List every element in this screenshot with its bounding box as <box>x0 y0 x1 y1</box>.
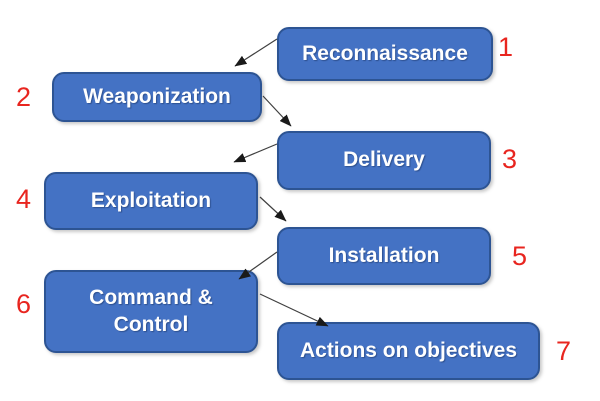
stage-number-4: 4 <box>16 184 32 214</box>
stage-label-weaponization: Weaponization <box>83 84 231 108</box>
arrow-weaponization-to-delivery <box>262 95 292 127</box>
stage-label-exploitation: Exploitation <box>90 188 212 212</box>
arrow-delivery-to-exploitation <box>233 143 278 163</box>
stage-label-delivery: Delivery <box>343 148 425 172</box>
stage-label-actions-on-objectives: Actions on objectives <box>299 338 518 362</box>
stage-box-actions-on-objectives: Actions on objectives <box>277 322 540 380</box>
stage-number-6: 6 <box>16 289 32 319</box>
stage-number-1: 1 <box>498 32 514 62</box>
arrow-reconnaissance-to-weaponization <box>234 38 278 67</box>
stage-label-installation: Installation <box>328 243 440 267</box>
stage-number-2: 2 <box>16 82 32 112</box>
stage-label-command-line2: Control <box>113 312 189 336</box>
stage-box-weaponization: Weaponization <box>52 72 262 122</box>
arrow-exploitation-to-installation <box>259 196 287 222</box>
stage-box-reconnaissance: Reconnaissance <box>277 27 493 81</box>
stage-number-5: 5 <box>512 241 528 271</box>
stage-number-3: 3 <box>502 144 518 174</box>
stage-box-installation: Installation <box>277 227 491 285</box>
stage-number-7: 7 <box>556 336 572 366</box>
stage-box-exploitation: Exploitation <box>44 172 258 230</box>
stage-label-command-line1: Command & <box>89 286 213 310</box>
stage-box-command-and-control: Command & Control <box>44 270 258 353</box>
stage-box-delivery: Delivery <box>277 131 491 190</box>
stage-label-reconnaissance: Reconnaissance <box>302 41 468 65</box>
